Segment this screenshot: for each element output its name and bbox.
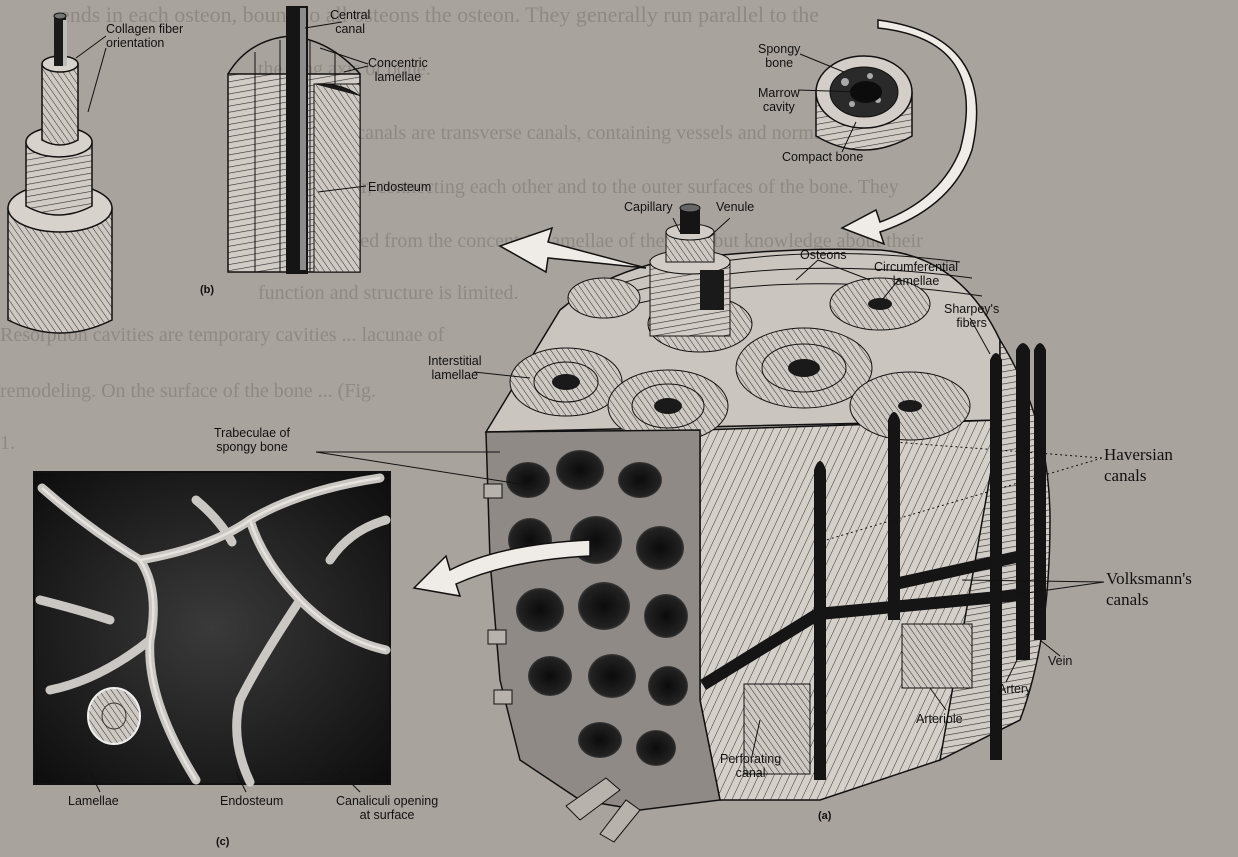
panel-label-c: (c) <box>216 836 229 848</box>
label-endosteum-b: Endosteum <box>368 180 431 194</box>
arrow-to-panel-b <box>500 228 646 272</box>
long-bone-cross-section <box>816 56 912 150</box>
label-canaliculi: Canaliculi opening at surface <box>336 794 438 822</box>
panel-label-b: (b) <box>200 284 214 296</box>
leader-line <box>88 48 106 112</box>
label-central-canal: Central canal <box>330 8 370 36</box>
osteon-cutaway-illustration <box>228 6 360 274</box>
label-compact-bone: Compact bone <box>782 150 863 164</box>
label-marrow-cavity: Marrow cavity <box>758 86 800 114</box>
label-haversian-canals: Haversian canals <box>1104 444 1173 486</box>
label-volkmanns-canals: Volksmann's canals <box>1106 568 1192 610</box>
label-lamellae: Lamellae <box>68 794 119 808</box>
collagen-cylinder-illustration <box>8 13 112 333</box>
label-vein: Vein <box>1048 654 1072 668</box>
label-collagen-fiber-orientation: Collagen fiber orientation <box>106 22 183 50</box>
label-spongy-bone: Spongy bone <box>758 42 800 70</box>
label-osteons: Osteons <box>800 248 847 262</box>
sem-micrograph <box>34 472 390 784</box>
leader-line <box>320 48 368 64</box>
panel-label-a: (a) <box>818 810 831 822</box>
label-perforating-canal: Perforating canal <box>720 752 781 780</box>
label-artery: Artery <box>998 682 1031 696</box>
spongy-bone-region <box>484 430 720 842</box>
label-trabeculae: Trabeculae of spongy bone <box>214 426 290 454</box>
label-arteriole: Arteriole <box>916 712 963 726</box>
label-circumferential-lamellae: Circumferential lamellae <box>874 260 958 288</box>
leader-line <box>344 66 368 72</box>
label-sharpeys-fibers: Sharpey's fibers <box>944 302 999 330</box>
label-interstitial-lamellae: Interstitial lamellae <box>428 354 482 382</box>
leader-line <box>76 36 106 58</box>
label-venule: Venule <box>716 200 754 214</box>
label-concentric-lamellae: Concentric lamellae <box>368 56 428 84</box>
label-endosteum-c: Endosteum <box>220 794 283 808</box>
label-capillary: Capillary <box>624 200 673 214</box>
